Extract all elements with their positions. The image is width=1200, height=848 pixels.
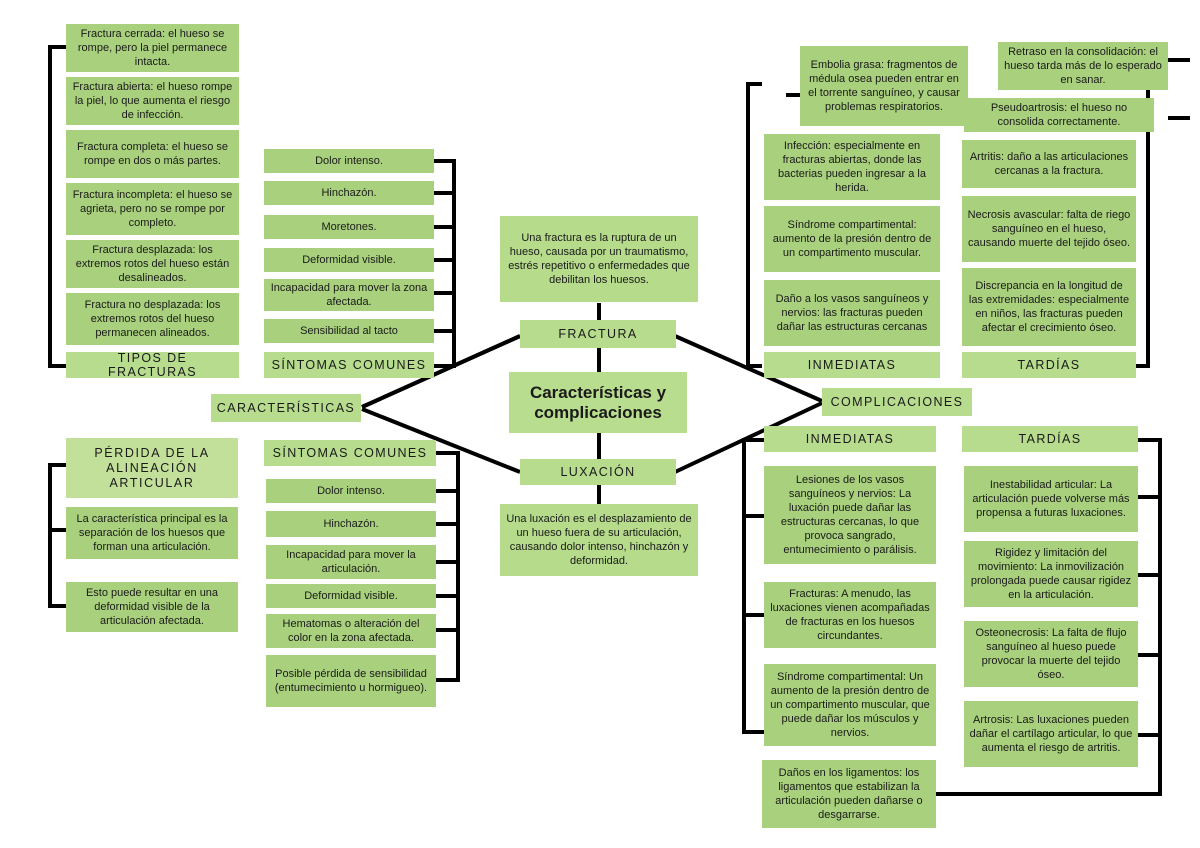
tardias-fractura-header: TARDÍAS xyxy=(962,352,1136,378)
tipo-fractura-item: Fractura abierta: el hueso rompe la piel… xyxy=(66,77,239,125)
inmediata-luxacion-item: Daños en los ligamentos: los ligamentos … xyxy=(762,760,936,828)
tipo-fractura-item: Fractura no desplazada: los extremos rot… xyxy=(66,293,239,345)
tardia-fractura-item: Necrosis avascular: falta de riego sangu… xyxy=(962,196,1136,262)
tipos-fracturas-header: TIPOS DE FRACTURAS xyxy=(66,351,239,379)
sintoma-luxacion-item: Deformidad visible. xyxy=(266,584,436,608)
inmediata-luxacion-item: Síndrome compartimental: Un aumento de l… xyxy=(764,664,936,746)
sintoma-fractura-item: Hinchazón. xyxy=(264,181,434,205)
inmediata-fractura-item: Síndrome compartimental: aumento de la p… xyxy=(764,206,940,272)
sintoma-luxacion-item: Posible pérdida de sensibilidad (entumec… xyxy=(266,655,436,707)
inmediata-luxacion-item: Lesiones de los vasos sanguíneos y nervi… xyxy=(764,466,936,564)
inmediata-fractura-item: Infección: especialmente en fracturas ab… xyxy=(764,134,940,200)
complicaciones-node: COMPLICACIONES xyxy=(822,388,972,416)
sintoma-fractura-item: Moretones. xyxy=(264,215,434,239)
sintoma-fractura-item: Dolor intenso. xyxy=(264,149,434,173)
tipo-fractura-item: Fractura completa: el hueso se rompe en … xyxy=(66,130,239,178)
tardia-fractura-item: Artritis: daño a las articulaciones cerc… xyxy=(962,140,1136,188)
sintomas-luxacion-header: SÍNTOMAS COMUNES xyxy=(264,440,436,466)
sintoma-luxacion-item: Hinchazón. xyxy=(266,511,436,537)
sintoma-fractura-item: Deformidad visible. xyxy=(264,248,434,272)
luxacion-definition: Una luxación es el desplazamiento de un … xyxy=(500,504,698,576)
central-title: Características y complicaciones xyxy=(509,372,687,433)
tardia-luxacion-item: Artrosis: Las luxaciones pueden dañar el… xyxy=(964,701,1138,767)
sintoma-luxacion-item: Dolor intenso. xyxy=(266,479,436,503)
inmediatas-fractura-header: INMEDIATAS xyxy=(764,352,940,378)
perdida-alineacion-item: Esto puede resultar en una deformidad vi… xyxy=(66,582,238,632)
tardia-fractura-item: Pseudoartrosis: el hueso no consolida co… xyxy=(964,98,1154,132)
sintoma-luxacion-item: Incapacidad para mover la articulación. xyxy=(266,545,436,579)
perdida-alineacion-header: PÉRDIDA DE LA ALINEACIÓN ARTICULAR xyxy=(66,438,238,498)
sintoma-luxacion-item: Hematomas o alteración del color en la z… xyxy=(266,614,436,648)
tardia-fractura-item: Retraso en la consolidación: el hueso ta… xyxy=(998,42,1168,90)
fractura-definition: Una fractura es la ruptura de un hueso, … xyxy=(500,216,698,302)
perdida-alineacion-item: La característica principal es la separa… xyxy=(66,507,238,559)
inmediata-fractura-item: Daño a los vasos sanguíneos y nervios: l… xyxy=(764,280,940,346)
luxacion-node: LUXACIÓN xyxy=(520,459,676,485)
tipo-fractura-item: Fractura desplazada: los extremos rotos … xyxy=(66,240,239,288)
tardias-luxacion-header: TARDÍAS xyxy=(962,426,1138,452)
inmediatas-luxacion-header: INMEDIATAS xyxy=(764,426,936,452)
tardia-luxacion-item: Inestabilidad articular: La articulación… xyxy=(964,466,1138,532)
tipo-fractura-item: Fractura cerrada: el hueso se rompe, per… xyxy=(66,24,239,72)
sintomas-fractura-header: SÍNTOMAS COMUNES xyxy=(264,352,434,378)
inmediata-fractura-item: Embolia grasa: fragmentos de médula osea… xyxy=(800,46,968,126)
caracteristicas-node: CARACTERÍSTICAS xyxy=(211,394,361,422)
tipo-fractura-item: Fractura incompleta: el hueso se agrieta… xyxy=(66,183,239,235)
inmediata-luxacion-item: Fracturas: A menudo, las luxaciones vien… xyxy=(764,582,936,648)
fractura-node: FRACTURA xyxy=(520,320,676,348)
sintoma-fractura-item: Sensibilidad al tacto xyxy=(264,319,434,343)
tardia-fractura-item: Discrepancia en la longitud de las extre… xyxy=(962,268,1136,346)
sintoma-fractura-item: Incapacidad para mover la zona afectada. xyxy=(264,279,434,311)
tardia-luxacion-item: Osteonecrosis: La falta de flujo sanguín… xyxy=(964,621,1138,687)
tardia-luxacion-item: Rigidez y limitación del movimiento: La … xyxy=(964,541,1138,607)
